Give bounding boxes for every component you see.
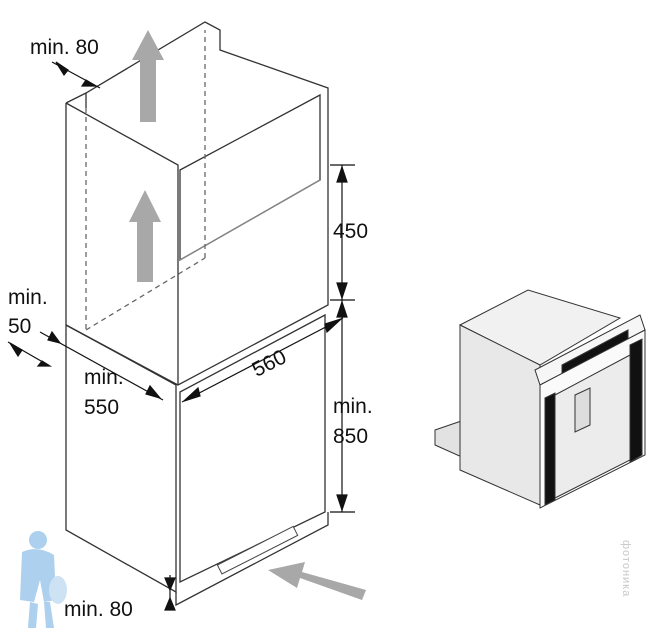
side-gap-value-label: 50	[8, 315, 32, 338]
vent-slot	[216, 525, 299, 575]
depth-value-label: 550	[84, 396, 120, 419]
top-gap-label: min. 80	[30, 36, 99, 59]
bottom-gap-label: min. 80	[64, 598, 133, 621]
airflow-in-arrow-bottom	[268, 562, 366, 600]
watermark: фотоника	[620, 540, 632, 598]
lower-appliance-front	[179, 313, 326, 584]
upper-niche-panel	[179, 93, 321, 262]
cabinet-top-front-edge	[65, 93, 179, 385]
cabinet-plinth	[175, 512, 329, 607]
upper-height-label: 450	[333, 220, 369, 243]
shelf-back	[179, 179, 321, 261]
mascot-logo	[20, 531, 67, 628]
back-dashed	[85, 30, 206, 331]
side-gap-min-label: min.	[8, 286, 48, 309]
airflow-arrows	[129, 30, 366, 600]
lower-height-min-label: min.	[333, 395, 373, 418]
coffee-machine-illustration	[434, 289, 646, 509]
shelf	[65, 300, 329, 386]
airflow-up-arrow-middle	[129, 190, 161, 282]
depth-min-label: min.	[84, 366, 124, 389]
airflow-up-arrow-top	[132, 30, 164, 122]
cabinet-left-side	[65, 103, 177, 594]
lower-height-value-label: 850	[333, 425, 369, 448]
